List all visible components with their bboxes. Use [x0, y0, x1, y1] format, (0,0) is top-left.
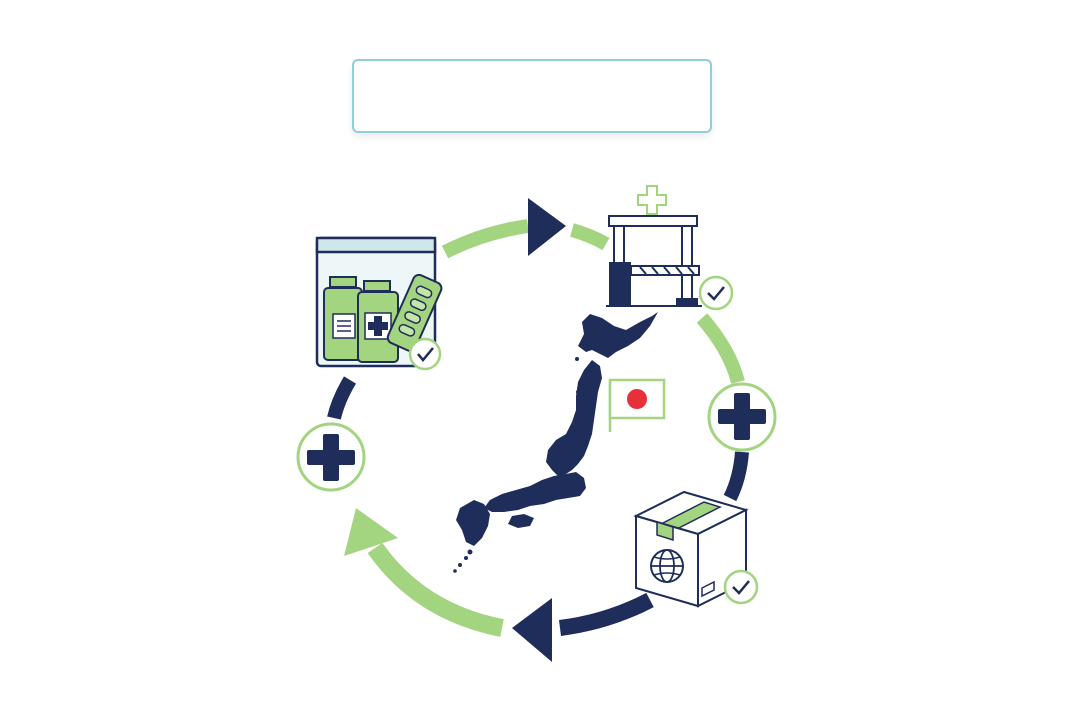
customs-gate-icon — [606, 185, 702, 307]
arc-left — [327, 376, 357, 420]
arc-right-upper — [696, 313, 745, 384]
medical-cross-icon — [296, 422, 366, 492]
arrowhead-left-green — [344, 508, 398, 556]
arc-right-lower — [723, 451, 749, 502]
arc-top-right — [570, 223, 610, 251]
arc-top-left — [441, 219, 529, 259]
globe-icon — [650, 549, 684, 583]
medicine-bag-icon — [315, 236, 443, 368]
cycle-arrows — [327, 198, 749, 662]
checkmark-icon — [408, 337, 442, 371]
arrowhead-top-navy — [528, 198, 566, 256]
title-box — [352, 59, 712, 133]
arrowhead-bottom-navy — [512, 598, 552, 662]
checkmark-icon — [723, 569, 759, 605]
checkmark-icon — [698, 275, 734, 311]
medical-cross-icon — [707, 382, 777, 452]
arc-bottom-left — [367, 542, 504, 637]
japan-map-icon — [453, 312, 658, 573]
japan-flag-icon — [608, 378, 666, 432]
globe-parcel-icon — [633, 490, 749, 608]
arc-bottom-right — [558, 592, 654, 636]
